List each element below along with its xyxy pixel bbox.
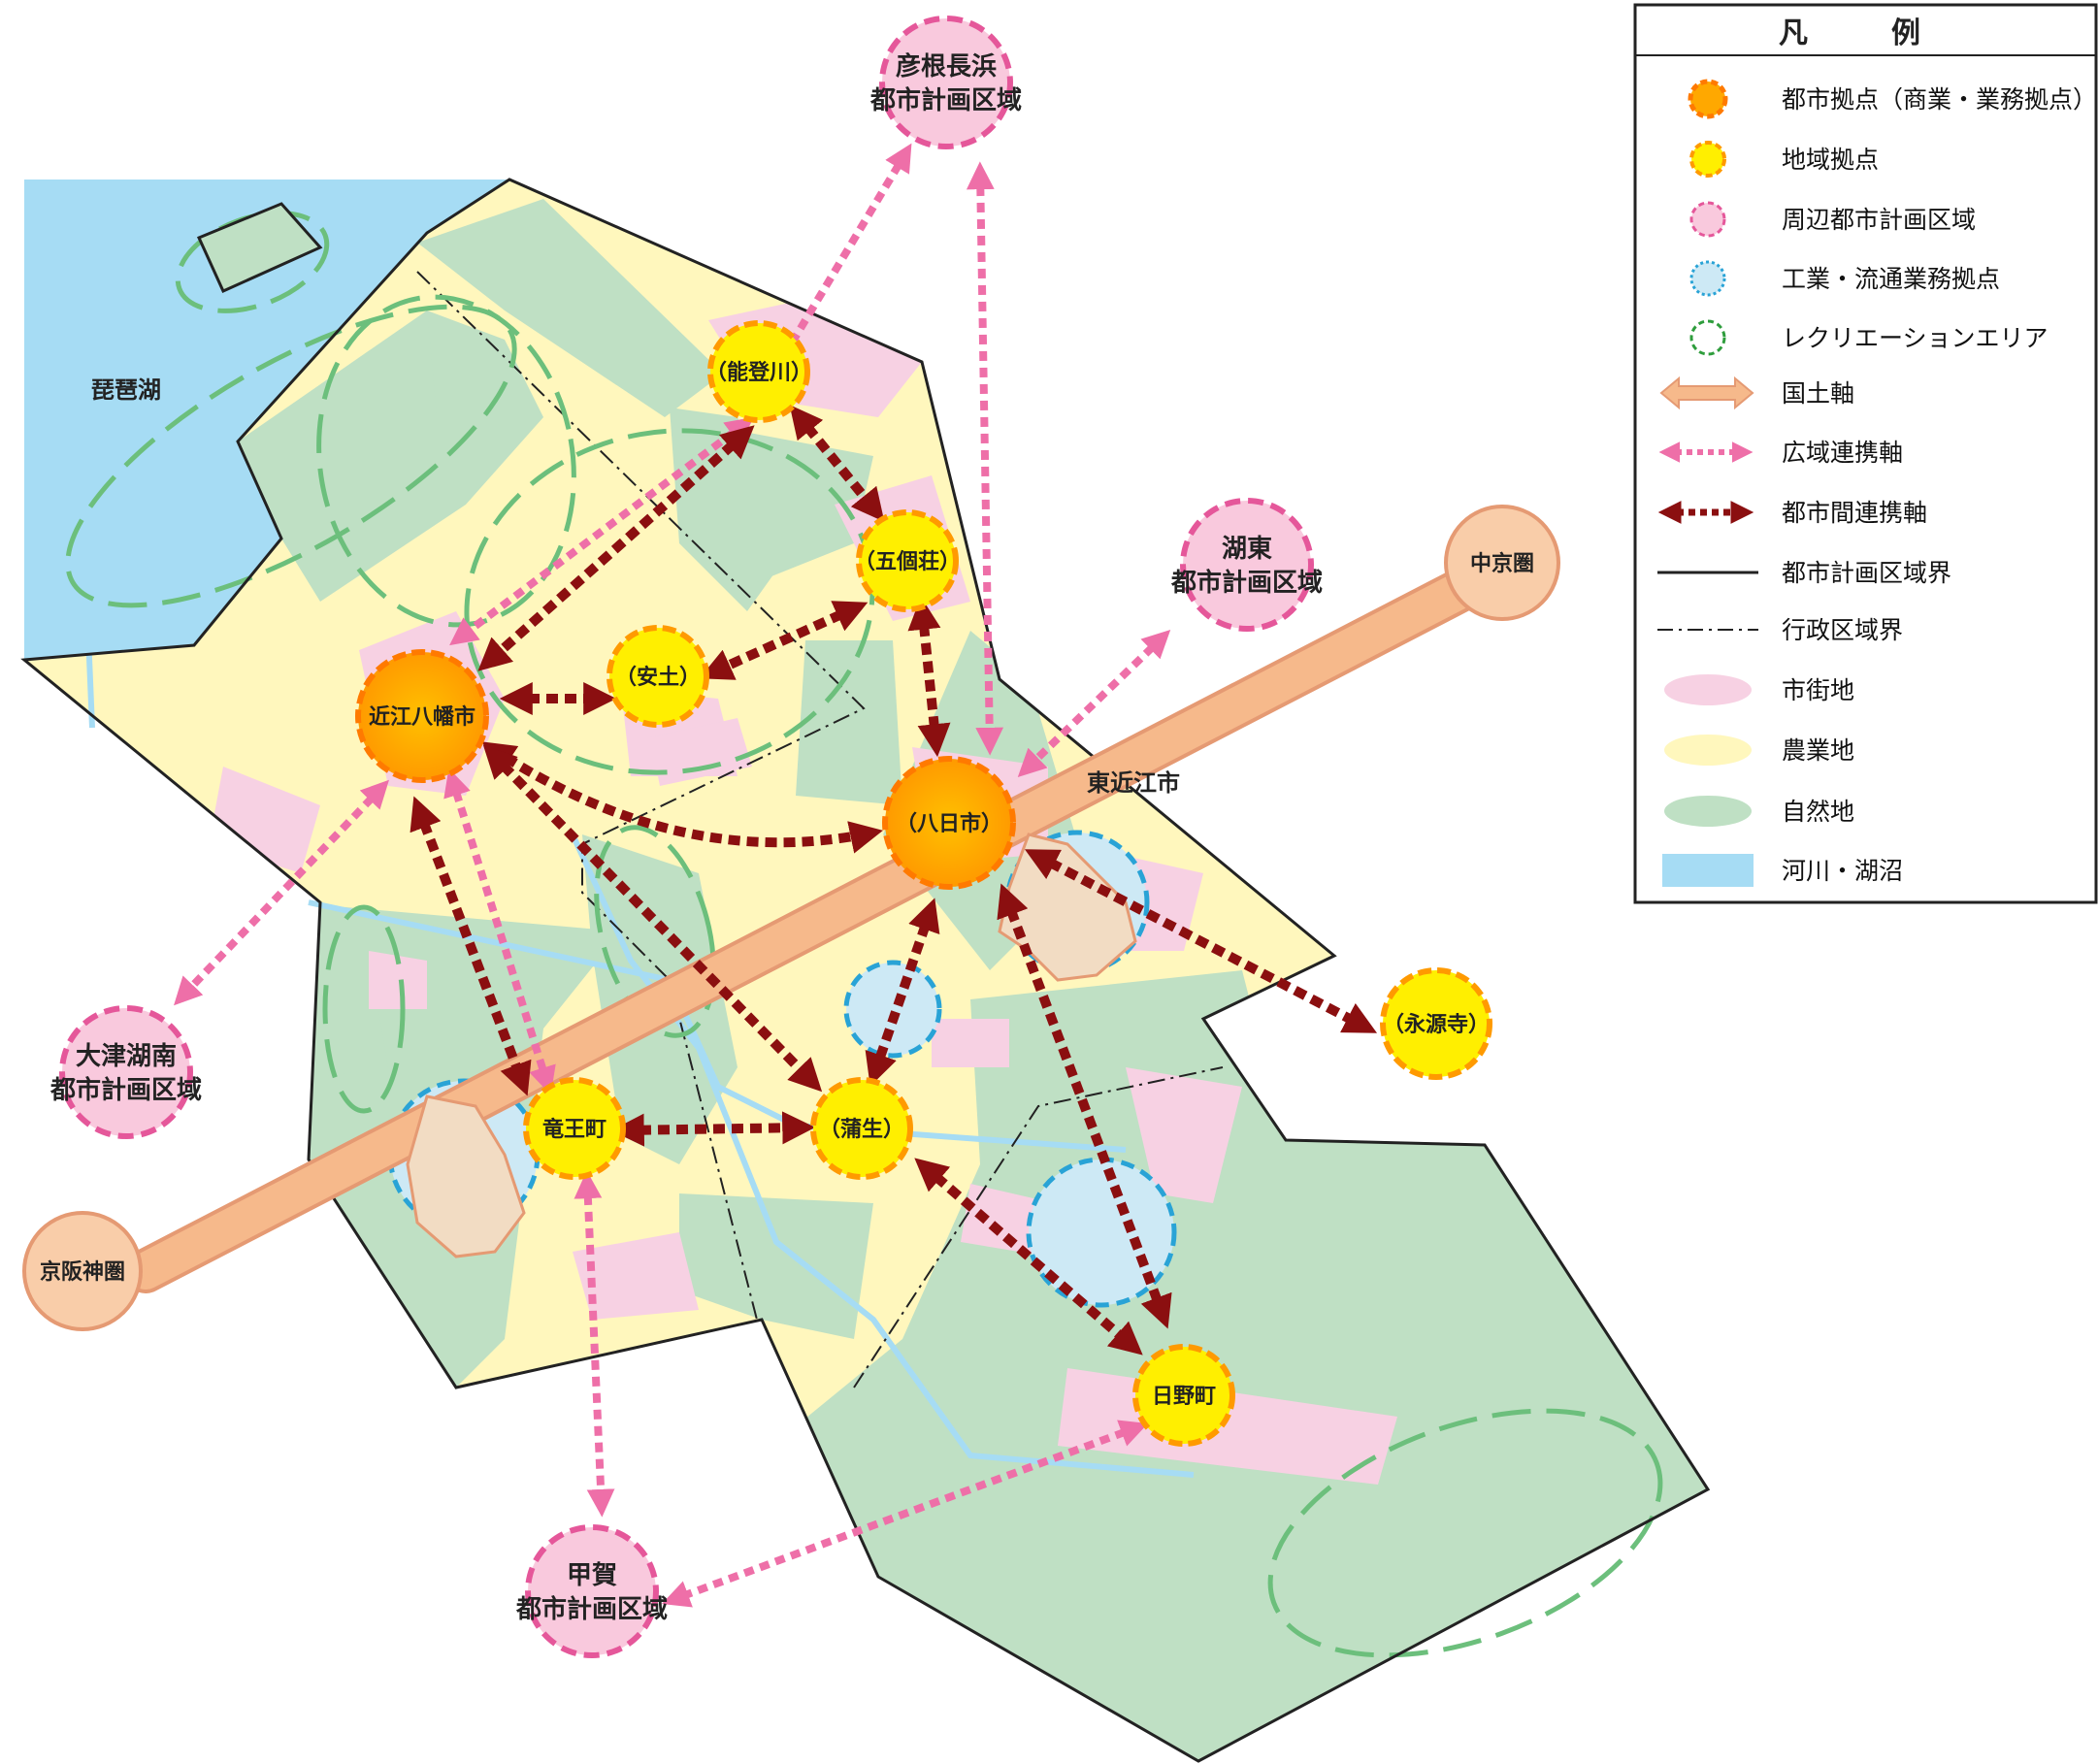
industrial-hub-icon [1689,260,1726,297]
planning-boundary [20,178,1711,1763]
farm-area-icon [1664,735,1752,766]
hinocho-label: 日野町 [1152,1385,1216,1409]
lake-island [196,202,323,293]
regional-hubs [523,320,1492,1447]
azuchi-label: （安土） [615,665,701,690]
urban-hub-icon [1688,79,1728,119]
legend-label-planning-boundary: 都市計画区域界 [1782,559,1951,587]
eigenji-label: （永源寺） [1383,1012,1490,1037]
legend-label-water: 河川・湖沼 [1782,857,1903,885]
koto-label-1: 湖東 [1222,535,1272,564]
hikone-label-1: 彦根長浜 [896,51,997,82]
otsu-konan-area [59,1005,193,1139]
legend: 凡 例 都市拠点（商業・業務拠点） 地域拠点 周辺都市計画区域 工業・流通業務拠… [1633,3,2098,904]
keihanshin-endpoint [22,1211,143,1331]
legend-label-regional-hub: 地域拠点 [1782,146,1879,174]
legend-label-admin-boundary: 行政区域界 [1782,616,1903,644]
keihanshin-label: 京阪神圏 [40,1259,125,1285]
notogawa-label: （能登川） [705,360,812,385]
koto-label-2: 都市計画区域 [1170,568,1323,598]
lake-area [24,180,509,660]
lake-label: 琵琶湖 [91,376,161,404]
nature-area-icon [1664,796,1752,827]
legend-label-industrial-hub: 工業・流通業務拠点 [1782,265,2000,293]
otsu-label-1: 大津湖南 [76,1042,177,1071]
national-axis-icon [1659,376,1754,410]
legend-label-nature-area: 自然地 [1782,798,1854,826]
hinocho-hub [1132,1344,1235,1447]
surrounding-areas [59,16,1314,1658]
surrounding-area-icon [1689,201,1726,238]
higashiomi-label: 東近江市 [1087,769,1180,797]
legend-label-surrounding-area: 周辺都市計画区域 [1782,206,1976,234]
chukyo-label: 中京圏 [1470,551,1534,576]
legend-title: 凡 例 [1779,16,1948,50]
otsu-label-2: 都市計画区域 [49,1075,202,1105]
chukyo-endpoint [1444,505,1560,621]
hikone-label-2: 都市計画区域 [869,85,1022,115]
omihachiman-label: 近江八幡市 [369,704,475,730]
koka-area [525,1524,659,1658]
yokaichi-label: （八日市） [896,811,1002,836]
gokasho-hub [856,509,959,612]
legend-label-national-axis: 国土軸 [1782,379,1854,408]
ryuocho-hub [523,1077,626,1180]
legend-label-intercity-link: 都市間連携軸 [1782,499,1927,527]
legend-label-regional-link: 広域連携軸 [1782,439,1903,467]
legend-label-recreation: レクリエーションエリア [1782,324,2049,352]
eigenji-hub [1380,967,1492,1080]
koto-area [1180,498,1314,632]
gokasho-label: （五個荘） [854,550,961,574]
water-icon [1662,854,1754,887]
koka-label-1: 甲賀 [567,1561,617,1590]
gamo-hub [810,1077,913,1180]
gamo-label: （蒲生） [819,1118,904,1142]
notogawa-hub [707,320,810,423]
urban-hubs [355,649,1016,890]
regional-hub-icon [1689,141,1726,178]
ryuocho-label: 竜王町 [542,1117,606,1142]
omihachiman-hub [355,649,489,783]
azuchi-hub [606,625,709,728]
intercity-links [410,405,1378,1356]
recreation-area-icon [1689,319,1726,356]
koka-label-2: 都市計画区域 [515,1594,668,1624]
urban-area-icon [1664,674,1752,705]
legend-label-urban-area: 市街地 [1782,676,1854,704]
legend-label-farm-area: 農業地 [1782,736,1854,765]
hikone-nagahama-area [879,16,1013,149]
yokaichi-hub [882,756,1016,890]
legend-label-urban-hub: 都市拠点（商業・業務拠点） [1782,85,2097,114]
